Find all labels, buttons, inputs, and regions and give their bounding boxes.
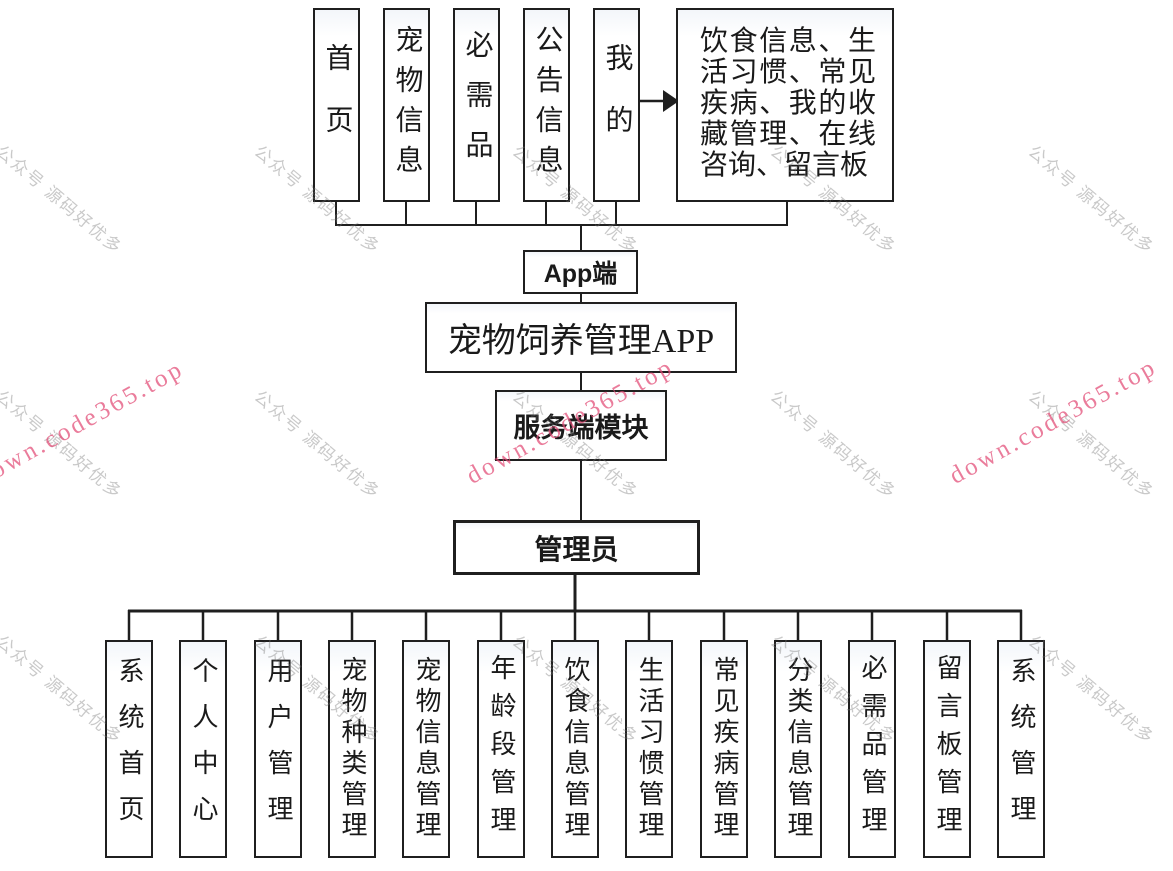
server-module-label: 服务端模块 xyxy=(513,413,649,443)
admin-module-box-system-home: 系统首页 xyxy=(105,640,153,858)
admin-module-label: 分类信息管理 xyxy=(784,656,813,842)
mine-detail-text: 饮食信息、生活习惯、常见疾病、我的收藏管理、在线咨询、留言板 xyxy=(700,26,876,181)
admin-module-box-age-group-mgmt: 年龄段管理 xyxy=(477,640,525,858)
app-module-box-mine: 我的 xyxy=(593,8,640,202)
root-system-box: 宠物饲养管理APP xyxy=(425,302,737,373)
admin-module-box-pet-type-mgmt: 宠物种类管理 xyxy=(328,640,376,858)
admin-module-box-necessity-mgmt: 必需品管理 xyxy=(848,640,896,858)
admin-role-box: 管理员 xyxy=(453,520,700,575)
bottom-stubs xyxy=(127,610,1023,641)
admin-module-label: 留言板管理 xyxy=(933,654,962,844)
app-terminal-label: App端 xyxy=(543,260,618,288)
root-system-title: 宠物饲养管理APP xyxy=(447,323,715,360)
admin-module-box-message-board-mgmt: 留言板管理 xyxy=(923,640,971,858)
admin-module-label: 年龄段管理 xyxy=(487,654,516,844)
app-module-label: 公告信息 xyxy=(531,25,563,185)
app-terminal-box: App端 xyxy=(523,250,638,294)
admin-module-box-category-info-mgmt: 分类信息管理 xyxy=(774,640,822,858)
admin-module-label: 用户管理 xyxy=(264,657,293,841)
arrow-right-icon xyxy=(663,90,679,112)
admin-module-label: 必需品管理 xyxy=(858,654,887,844)
app-module-label: 宠物信息 xyxy=(391,25,423,185)
admin-module-box-system-mgmt: 系统管理 xyxy=(997,640,1045,858)
admin-module-box-user-mgmt: 用户管理 xyxy=(254,640,302,858)
mine-detail-box: 饮食信息、生活习惯、常见疾病、我的收藏管理、在线咨询、留言板 xyxy=(676,8,894,202)
admin-module-label: 宠物种类管理 xyxy=(338,656,367,842)
app-module-box-pet-info: 宠物信息 xyxy=(383,8,430,202)
app-module-box-notice-info: 公告信息 xyxy=(523,8,570,202)
admin-module-box-disease-mgmt: 常见疾病管理 xyxy=(700,640,748,858)
admin-module-label: 系统管理 xyxy=(1007,657,1036,841)
app-module-label: 我的 xyxy=(601,43,633,167)
admin-module-label: 宠物信息管理 xyxy=(412,656,441,842)
admin-module-label: 饮食信息管理 xyxy=(561,656,590,842)
app-module-label: 首页 xyxy=(321,43,353,167)
server-module-box: 服务端模块 xyxy=(495,390,667,461)
admin-module-box-personal-center: 个人中心 xyxy=(179,640,227,858)
app-module-box-necessities: 必需品 xyxy=(453,8,500,202)
admin-module-label: 生活习惯管理 xyxy=(635,656,664,842)
app-module-label: 必需品 xyxy=(461,30,493,180)
app-module-box-home: 首页 xyxy=(313,8,360,202)
admin-module-box-pet-info-mgmt: 宠物信息管理 xyxy=(402,640,450,858)
admin-role-label: 管理员 xyxy=(534,533,619,565)
admin-module-label: 常见疾病管理 xyxy=(710,656,739,842)
admin-module-box-habit-mgmt: 生活习惯管理 xyxy=(625,640,673,858)
admin-module-label: 系统首页 xyxy=(115,657,144,841)
admin-module-box-diet-info-mgmt: 饮食信息管理 xyxy=(551,640,599,858)
admin-module-label: 个人中心 xyxy=(189,657,218,841)
